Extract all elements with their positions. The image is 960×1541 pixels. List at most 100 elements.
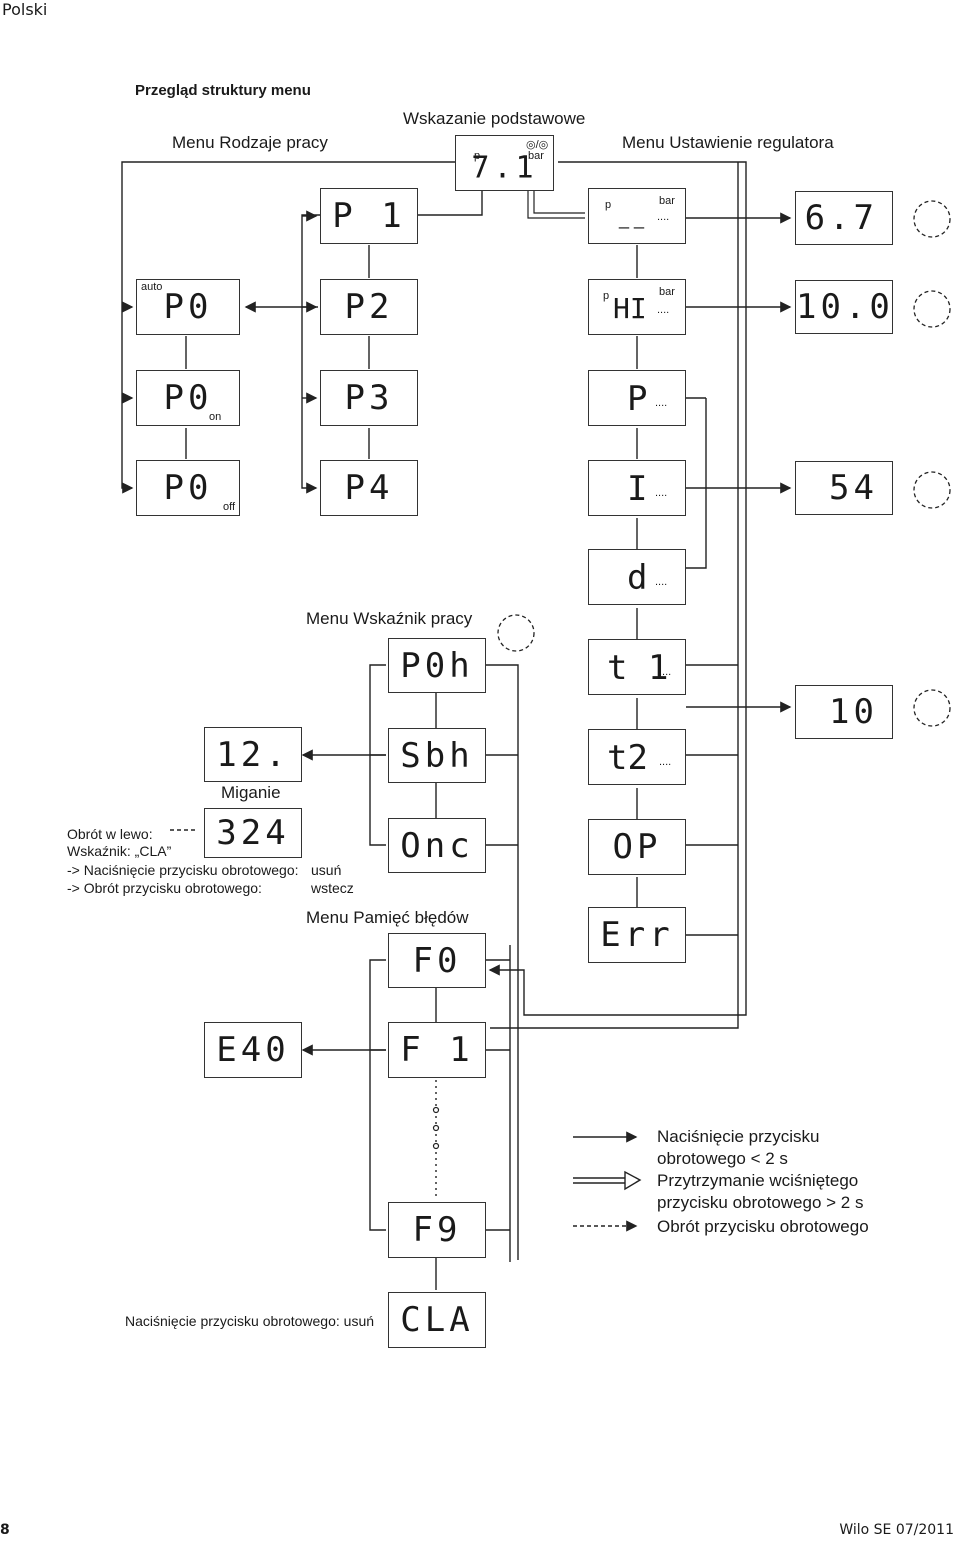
op-value: OP — [612, 827, 662, 867]
legend-hold-long-2: przycisku obrotowego > 2 s — [657, 1193, 864, 1212]
diagram-title: Przegląd struktury menu — [135, 82, 311, 99]
pressure-prefix: p — [474, 150, 481, 162]
display-p0-on: on P0 — [136, 370, 240, 426]
display-onc: Onc — [388, 818, 486, 873]
language-label: Polski — [2, 0, 48, 19]
ctrl-t1-suffix: .... — [659, 666, 672, 678]
note-indicator-cla: Wskaźnik: „CLA” — [67, 843, 172, 859]
legend-press-short-1: Naciśnięcie przycisku — [657, 1127, 820, 1146]
f1-value: F 1 — [400, 1030, 474, 1070]
p-suffix: .... — [657, 211, 670, 223]
display-p0-auto: auto P0 — [136, 279, 240, 335]
val-10: 10 — [829, 692, 878, 732]
document-id: Wilo SE 07/2011 — [839, 1522, 954, 1538]
p2-value: P2 — [344, 287, 394, 327]
blink-324-value: 324 — [216, 813, 290, 853]
display-sbh: Sbh — [388, 728, 486, 783]
section-operation-indicator: Menu Wskaźnik pracy — [306, 609, 473, 628]
display-ctrl-t1: t 1 .... — [588, 639, 686, 695]
hi-suffix: .... — [657, 304, 670, 316]
ctrl-t2-value: t2 — [607, 738, 648, 778]
display-val-67: 6.7 — [795, 191, 893, 245]
hi-value: HI — [613, 292, 647, 325]
display-f1: F 1 — [388, 1022, 486, 1078]
display-e40: E40 — [204, 1022, 302, 1078]
note-press-value: usuń — [311, 862, 342, 878]
section-operating-modes: Menu Rodzaje pracy — [172, 133, 328, 152]
cla-value: CLA — [400, 1300, 474, 1340]
display-val-100: 10.0 — [795, 280, 893, 334]
display-p0-off: off P0 — [136, 460, 240, 516]
val-54: 54 — [829, 468, 878, 508]
ctrl-i-value: I — [627, 469, 648, 509]
ctrl-t1-value: t 1 — [607, 648, 669, 688]
legend-press-short-2: obrotowego < 2 s — [657, 1149, 788, 1168]
display-blink-324: 324 — [204, 808, 302, 858]
ctrl-d-suffix: .... — [655, 576, 668, 588]
page-number: 8 — [0, 1522, 10, 1538]
legend-hold-long-1: Przytrzymanie wciśniętego — [657, 1171, 859, 1190]
display-ctrl-t2: t2 .... — [588, 729, 686, 785]
section-controller-settings: Menu Ustawienie regulatora — [622, 133, 834, 152]
note-press-clear: Naciśnięcie przycisku obrotowego: usuń — [125, 1313, 375, 1329]
legend-rotate: Obrót przycisku obrotowego — [657, 1217, 869, 1236]
err-value: Err — [600, 915, 674, 955]
display-p-setpoint: p bar _ _ .... — [588, 188, 686, 244]
hi-unit: bar — [659, 286, 675, 298]
mode-icons: ◎/◎ — [526, 139, 549, 151]
display-p3: P3 — [320, 370, 418, 426]
display-p2: P2 — [320, 279, 418, 335]
display-ctrl-op: OP — [588, 819, 686, 875]
p-dashes: _ _ — [619, 209, 645, 229]
display-val-54: 54 — [795, 461, 893, 515]
display-p4: P4 — [320, 460, 418, 516]
display-cla: CLA — [388, 1292, 486, 1348]
ctrl-t2-suffix: .... — [659, 756, 672, 768]
e40-value: E40 — [216, 1030, 290, 1070]
p0-auto-value: P0 — [163, 287, 213, 327]
display-p0h: P0h — [388, 638, 486, 693]
ctrl-p-value: P — [627, 379, 648, 419]
display-blink-12: 12. — [204, 727, 302, 782]
display-ctrl-i: I .... — [588, 460, 686, 516]
onc-value: Onc — [400, 825, 474, 866]
display-basic: p ◎/◎ bar 7.1 — [455, 135, 554, 191]
note-rotate-action: -> Obrót przycisku obrotowego: — [67, 880, 262, 896]
display-p-hi: p bar HI .... — [588, 279, 686, 335]
display-ctrl-d: d .... — [588, 549, 686, 605]
p-prefix: p — [605, 199, 612, 211]
p0-on-value: P0 — [163, 378, 213, 418]
p0-off-value: P0 — [163, 468, 213, 508]
off-label: off — [223, 501, 236, 513]
p0h-value: P0h — [400, 645, 474, 686]
note-rotate-value: wstecz — [311, 880, 354, 896]
display-p1: P 1 — [320, 188, 418, 244]
unit-label: bar — [528, 150, 544, 162]
display-f9: F9 — [388, 1202, 486, 1258]
display-ctrl-err: Err — [588, 907, 686, 963]
sbh-value: Sbh — [400, 735, 474, 776]
ctrl-p-suffix: .... — [655, 397, 668, 409]
blink-12-value: 12. — [216, 734, 290, 775]
section-error-memory: Menu Pamięć błędów — [306, 908, 469, 927]
display-ctrl-p: P .... — [588, 370, 686, 426]
f9-value: F9 — [412, 1210, 462, 1250]
ctrl-d-value: d — [627, 558, 648, 598]
display-val-10: 10 — [795, 685, 893, 739]
ctrl-i-suffix: .... — [655, 487, 668, 499]
section-blinking: Miganie — [221, 783, 281, 802]
auto-label: auto — [141, 281, 163, 293]
note-rotate-left: Obrót w lewo: — [67, 826, 153, 842]
val-67: 6.7 — [804, 198, 878, 238]
p4-value: P4 — [344, 468, 394, 508]
p1-value: P 1 — [332, 196, 406, 236]
bar-unit: bar — [659, 195, 675, 207]
p3-value: P3 — [344, 378, 394, 418]
basic-value: 7.1 — [471, 150, 538, 186]
note-press-action: -> Naciśnięcie przycisku obrotowego: — [67, 862, 299, 878]
on-label: on — [209, 411, 222, 423]
f0-value: F0 — [412, 940, 462, 981]
val-100: 10.0 — [796, 287, 894, 327]
display-f0: F0 — [388, 933, 486, 988]
